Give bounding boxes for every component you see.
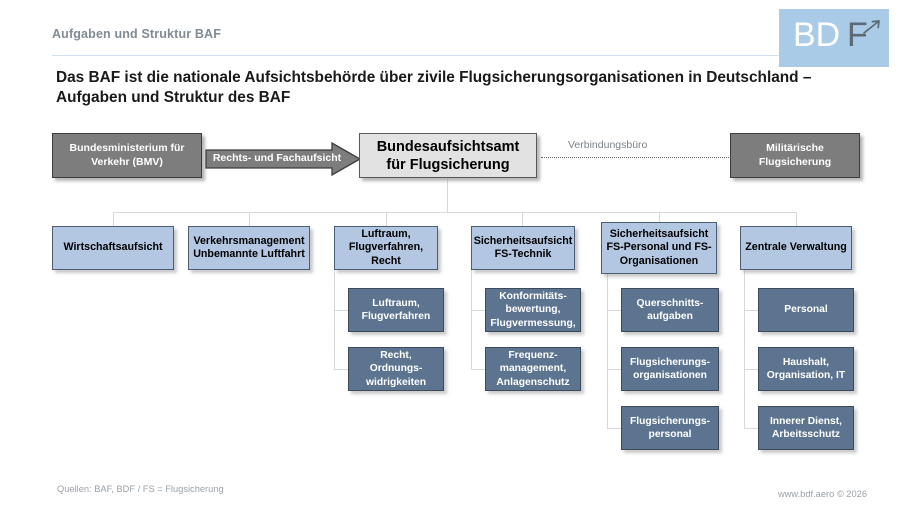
node-military[interactable]: Militärische Flugsicherung <box>730 133 860 178</box>
connector-stub-col5-b <box>607 369 621 371</box>
node-department-3-label: Luftraum, Flugverfahren, Recht <box>348 227 424 267</box>
node-unit-4-2[interactable]: Frequenz- management, Anlagenschutz <box>485 347 581 391</box>
node-root-label: Bundesaufsichtsamt für Flugsicherung <box>376 138 520 173</box>
connector-spine-col4 <box>471 270 473 370</box>
airplane-arrow-icon <box>863 20 880 34</box>
node-department-1-label: Wirtschaftsaufsicht <box>63 241 163 254</box>
node-ministry[interactable]: Bundesministerium für Verkehr (BMV) <box>52 133 202 178</box>
connector-stub-col4-b <box>471 369 485 371</box>
page-title: Das BAF ist die nationale Aufsichtsbehör… <box>56 69 812 106</box>
node-department-2[interactable]: Verkehrsmanagement Unbemannte Luftfahrt <box>188 226 310 270</box>
node-unit-3-1[interactable]: Luftraum, Flugverfahren <box>348 288 444 332</box>
node-unit-6-2[interactable]: Haushalt, Organisation, IT <box>758 347 854 391</box>
connector-drop-4 <box>522 212 524 227</box>
node-unit-3-2[interactable]: Recht, Ordnungs- widrigkeiten <box>348 347 444 391</box>
connector-stub-col6-a <box>744 310 758 312</box>
node-unit-4-1-label: Konformitäts- bewertung, Flugvermessung, <box>490 290 576 329</box>
liaison-label: Verbindungsbüro <box>568 139 648 151</box>
supervision-arrow-label: Rechts- und Fachaufsicht <box>212 152 342 164</box>
node-department-2-label: Verkehrsmanagement Unbemannte Luftfahrt <box>193 234 305 261</box>
connector-spine-col3 <box>334 270 336 370</box>
node-ministry-label: Bundesministerium für Verkehr (BMV) <box>69 142 185 168</box>
connector-stub-col4-a <box>471 310 485 312</box>
connector-root-stem <box>447 179 449 213</box>
node-unit-5-3[interactable]: Flugsicherungs- personal <box>621 406 719 450</box>
logo-secondary-text: F <box>847 16 868 54</box>
connector-drop-1 <box>113 212 115 227</box>
header-divider <box>52 55 780 56</box>
arrow-shape-icon <box>205 141 362 177</box>
node-unit-6-1-label: Personal <box>784 304 828 316</box>
node-department-3[interactable]: Luftraum, Flugverfahren, Recht <box>334 226 438 270</box>
node-department-6-label: Zentrale Verwaltung <box>745 241 847 254</box>
node-unit-6-1[interactable]: Personal <box>758 288 854 332</box>
connector-stub-col6-b <box>744 369 758 371</box>
connector-spine-col5 <box>607 270 609 429</box>
liaison-dotted-line <box>541 157 731 158</box>
node-department-5[interactable]: Sicherheitsaufsicht FS-Personal und FS-O… <box>601 222 717 274</box>
node-unit-4-2-label: Frequenz- management, Anlagenschutz <box>496 349 570 388</box>
footer-url: www.bdf.aero © 2026 <box>777 489 867 499</box>
connector-stub-col5-c <box>607 428 621 430</box>
connector-spine-col6 <box>744 270 746 429</box>
node-military-label: Militärische Flugsicherung <box>758 142 832 168</box>
bdf-logo: BD F <box>779 9 889 67</box>
node-unit-5-1[interactable]: Querschnitts- aufgaben <box>621 288 719 332</box>
connector-drop-5 <box>659 212 661 227</box>
node-unit-5-1-label: Querschnitts- aufgaben <box>636 297 704 323</box>
node-unit-4-1[interactable]: Konformitäts- bewertung, Flugvermessung, <box>485 288 581 332</box>
node-unit-3-1-label: Luftraum, Flugverfahren <box>361 297 431 323</box>
source-note: Quellen: BAF, BDF / FS = Flugsicherung <box>57 484 224 494</box>
connector-stub-col5-a <box>607 310 621 312</box>
connector-drop-3 <box>386 212 388 227</box>
logo-primary-text: BD <box>793 16 841 54</box>
connector-stub-col6-c <box>744 428 758 430</box>
node-department-5-label: Sicherheitsaufsicht FS-Personal und FS-O… <box>606 227 712 267</box>
page-kicker: Aufgaben und Struktur BAF <box>52 27 222 41</box>
node-department-6[interactable]: Zentrale Verwaltung <box>740 226 852 270</box>
node-unit-6-3-label: Innerer Dienst, Arbeitsschutz <box>769 415 843 441</box>
supervision-arrow: Rechts- und Fachaufsicht <box>204 141 362 177</box>
connector-stub-col3-a <box>334 310 348 312</box>
connector-department-bus <box>113 212 796 214</box>
node-department-1[interactable]: Wirtschaftsaufsicht <box>52 226 174 270</box>
node-department-4[interactable]: Sicherheitsaufsicht FS-Technik <box>471 226 575 270</box>
node-unit-6-3[interactable]: Innerer Dienst, Arbeitsschutz <box>758 406 854 450</box>
node-root-baf[interactable]: Bundesaufsichtsamt für Flugsicherung <box>359 133 537 178</box>
connector-drop-6 <box>796 212 798 227</box>
node-unit-6-2-label: Haushalt, Organisation, IT <box>766 356 846 382</box>
node-unit-5-3-label: Flugsicherungs- personal <box>629 415 711 441</box>
connector-stub-col3-b <box>334 369 348 371</box>
node-unit-3-2-label: Recht, Ordnungs- widrigkeiten <box>365 349 427 388</box>
connector-drop-2 <box>249 212 251 227</box>
node-department-4-label: Sicherheitsaufsicht FS-Technik <box>473 234 573 261</box>
node-unit-5-2-label: Flugsicherungs- organisationen <box>629 356 711 382</box>
node-unit-5-2[interactable]: Flugsicherungs- organisationen <box>621 347 719 391</box>
